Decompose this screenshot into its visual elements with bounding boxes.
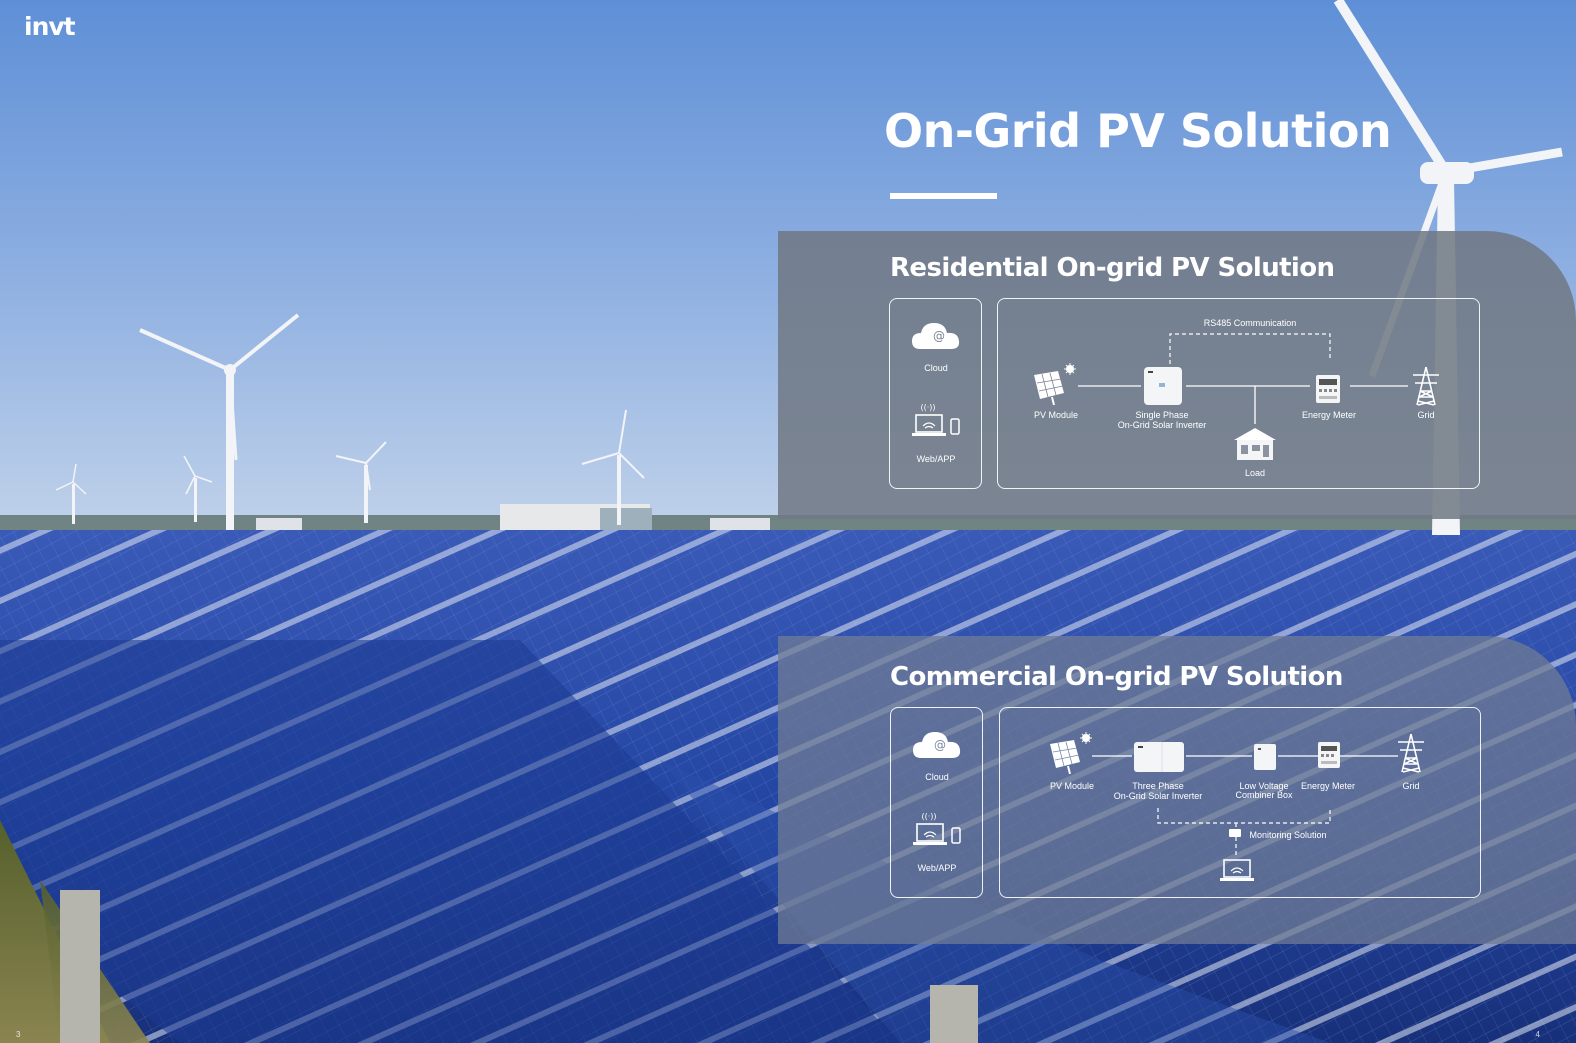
cloud-label: Cloud	[924, 363, 948, 373]
inverter-label-line2: On-Grid Solar Inverter	[1113, 791, 1203, 801]
grid-label: Grid	[1417, 410, 1435, 420]
inverter-icon	[1144, 367, 1182, 405]
commercial-connection-lines	[1092, 755, 1398, 856]
commercial-title: Commercial On-grid PV Solution	[890, 662, 1343, 692]
page-number-left: 3	[16, 1030, 21, 1039]
commercial-solution-panel: Commercial On-grid PV Solution @ Cloud (…	[778, 636, 1576, 944]
svg-text:((·)): ((·))	[921, 812, 936, 821]
energy-meter-icon	[1316, 375, 1340, 403]
monitoring-label: Monitoring Solution	[1249, 830, 1327, 840]
grid-tower-icon	[1413, 366, 1439, 406]
grid-tower-icon	[1398, 733, 1424, 773]
combiner-label-line1: Low Voltage	[1239, 781, 1289, 791]
residential-cloud-box: @ Cloud ((·)) Web/APP	[889, 298, 982, 489]
svg-text:@: @	[933, 329, 945, 343]
commercial-cloud-box: @ Cloud ((·)) Web/APP	[890, 707, 983, 898]
pv-module-icon	[1050, 732, 1092, 774]
combiner-box-icon	[1254, 744, 1276, 770]
page-title: On-Grid PV Solution	[884, 104, 1392, 158]
webapp-label: Web/APP	[916, 454, 956, 464]
commercial-diagram-box: PV Module Three Phase On-Grid Solar Inve…	[999, 707, 1481, 898]
monitoring-device-icon	[1229, 829, 1241, 837]
residential-connection-lines	[1078, 333, 1408, 424]
combiner-label-line2: Combiner Box	[1235, 790, 1293, 800]
inverter-label-line1: Three Phase	[1132, 781, 1184, 791]
residential-diagram-box: RS485 Communication PV Module Single Pha…	[997, 298, 1480, 489]
inverter-label-line1: Single Phase	[1135, 410, 1189, 420]
residential-title: Residential On-grid PV Solution	[890, 253, 1335, 283]
load-label: Load	[1244, 468, 1266, 478]
laptop-phone-icon: ((·))	[912, 403, 960, 436]
svg-text:((·)): ((·))	[920, 403, 935, 412]
energy-meter-label: Energy Meter	[1301, 410, 1357, 420]
laptop-icon	[1220, 859, 1254, 881]
residential-solution-panel: Residential On-grid PV Solution @ Cloud …	[778, 231, 1576, 519]
energy-meter-label: Energy Meter	[1300, 781, 1356, 791]
pv-module-icon	[1034, 363, 1076, 405]
load-house-icon	[1234, 428, 1276, 460]
pv-module-label: PV Module	[1033, 410, 1079, 420]
webapp-label: Web/APP	[917, 863, 957, 873]
rs485-label: RS485 Communication	[1203, 318, 1297, 328]
title-underline	[890, 193, 997, 199]
page-number-right: 4	[1535, 1030, 1540, 1039]
energy-meter-icon	[1318, 742, 1340, 768]
cloud-icon: @	[913, 732, 961, 758]
grid-label: Grid	[1402, 781, 1420, 791]
cloud-icon: @	[912, 323, 960, 349]
invt-logo[interactable]: invt	[24, 12, 76, 41]
pv-module-label: PV Module	[1049, 781, 1095, 791]
laptop-phone-icon: ((·))	[913, 812, 961, 845]
inverter-label-line2: On-Grid Solar Inverter	[1117, 420, 1207, 430]
three-phase-inverter-icon	[1134, 742, 1184, 772]
cloud-label: Cloud	[925, 772, 949, 782]
svg-text:@: @	[934, 738, 946, 752]
